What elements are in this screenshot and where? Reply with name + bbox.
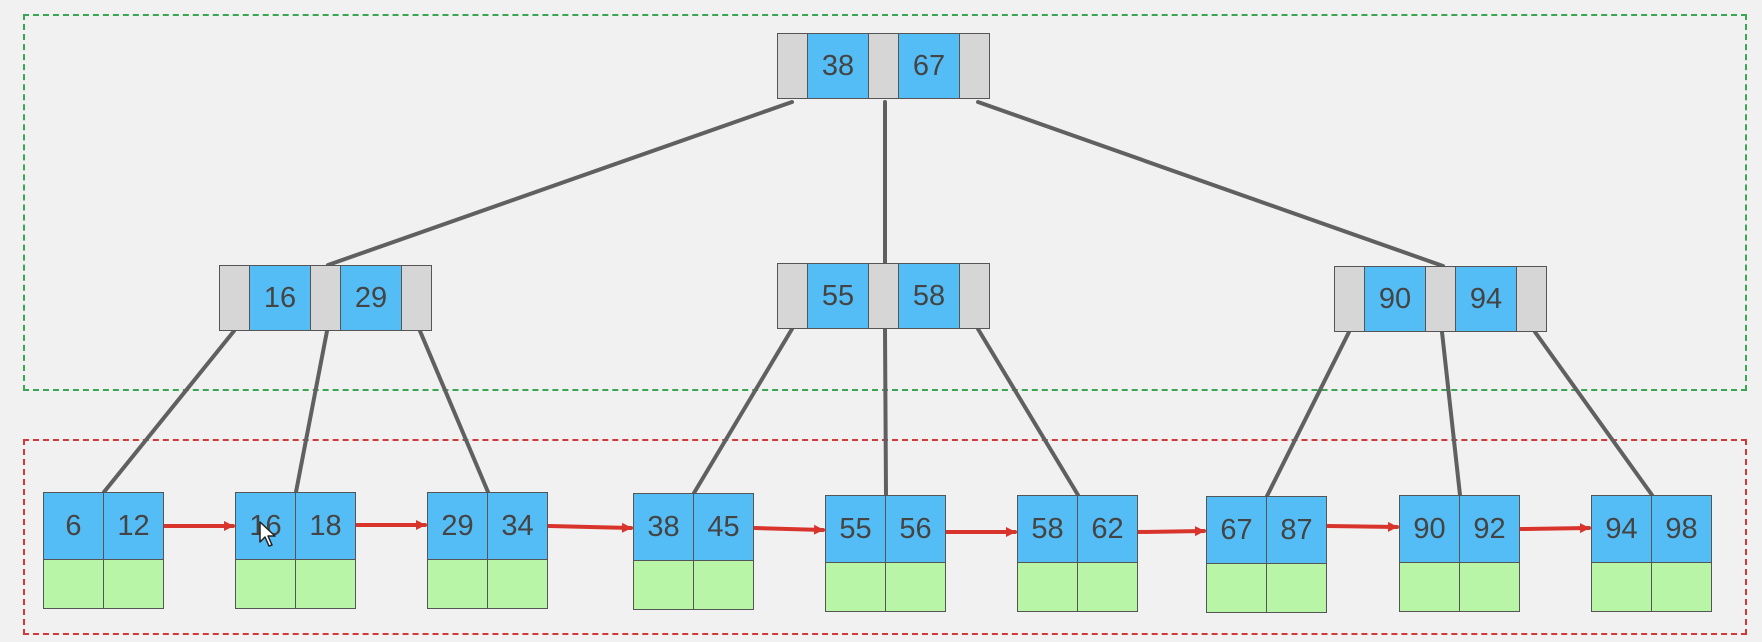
leaf-data-cell bbox=[1266, 563, 1327, 613]
tree-edge bbox=[692, 327, 794, 495]
tree-edge bbox=[976, 100, 1445, 268]
mouse-cursor-icon bbox=[259, 521, 276, 547]
leaf-key: 55 bbox=[825, 495, 886, 563]
leaf-key: 90 bbox=[1399, 495, 1460, 563]
child-pointer bbox=[219, 265, 250, 331]
leaf-data-cell bbox=[1206, 563, 1267, 613]
tree-edge bbox=[1440, 330, 1462, 497]
child-pointer bbox=[868, 263, 899, 329]
leaf-key: 45 bbox=[693, 493, 754, 561]
leaf-data-cell bbox=[1591, 562, 1652, 612]
internal-key: 16 bbox=[249, 265, 311, 331]
internal-key: 58 bbox=[898, 263, 960, 329]
leaf-key: 6 bbox=[43, 492, 104, 560]
root-key: 67 bbox=[898, 33, 960, 99]
leaf-data-cell bbox=[43, 559, 104, 609]
internal-key: 55 bbox=[807, 263, 869, 329]
child-pointer bbox=[1516, 266, 1547, 332]
internal-key: 94 bbox=[1455, 266, 1517, 332]
leaf-link-arrow bbox=[1137, 526, 1206, 537]
leaf-data-cell bbox=[1651, 562, 1712, 612]
leaf-key: 38 bbox=[633, 493, 694, 561]
internal-key: 29 bbox=[340, 265, 402, 331]
leaf-data-cell bbox=[103, 559, 164, 609]
leaf-data-cell bbox=[693, 560, 754, 610]
leaf-key: 34 bbox=[487, 492, 548, 560]
root-node: 38 67 bbox=[777, 33, 990, 99]
internal-node: 90 94 bbox=[1334, 266, 1547, 332]
tree-edge bbox=[326, 100, 794, 267]
tree-edge bbox=[1533, 330, 1654, 497]
child-pointer bbox=[777, 263, 808, 329]
leaf-data-cell bbox=[1077, 562, 1138, 612]
leaf-data-cell bbox=[295, 559, 356, 609]
leaf-data-cell bbox=[1399, 562, 1460, 612]
tree-edge bbox=[883, 327, 888, 497]
leaf-key: 98 bbox=[1651, 495, 1712, 563]
child-pointer bbox=[1425, 266, 1456, 332]
leaf-data-cell bbox=[1459, 562, 1520, 612]
child-pointer bbox=[401, 265, 432, 331]
leaf-data-cell bbox=[427, 559, 488, 609]
leaf-link-arrow bbox=[1519, 523, 1591, 534]
leaf-key: 67 bbox=[1206, 496, 1267, 564]
child-pointer bbox=[777, 33, 808, 99]
tree-edge bbox=[294, 329, 329, 494]
child-pointer bbox=[959, 33, 990, 99]
leaf-key: 58 bbox=[1017, 495, 1078, 563]
leaf-data-cell bbox=[487, 559, 548, 609]
leaf-key: 12 bbox=[103, 492, 164, 560]
leaf-data-cell bbox=[885, 562, 946, 612]
child-pointer bbox=[868, 33, 899, 99]
tree-edge bbox=[976, 327, 1080, 497]
leaf-key: 87 bbox=[1266, 496, 1327, 564]
tree-edge bbox=[418, 329, 490, 494]
leaf-data-cell bbox=[825, 562, 886, 612]
child-pointer bbox=[1334, 266, 1365, 332]
leaf-data-cell bbox=[633, 560, 694, 610]
child-pointer bbox=[310, 265, 341, 331]
leaf-key: 62 bbox=[1077, 495, 1138, 563]
leaf-link-arrow bbox=[547, 522, 633, 533]
leaf-link-arrow bbox=[1326, 521, 1399, 532]
tree-edge bbox=[102, 329, 236, 494]
leaf-link-arrow bbox=[753, 524, 825, 535]
leaf-key: 29 bbox=[427, 492, 488, 560]
tree-edge bbox=[1265, 330, 1351, 498]
root-key: 38 bbox=[807, 33, 869, 99]
leaf-key: 56 bbox=[885, 495, 946, 563]
leaf-data-cell bbox=[1017, 562, 1078, 612]
leaf-key: 94 bbox=[1591, 495, 1652, 563]
leaf-data-cell bbox=[235, 559, 296, 609]
child-pointer bbox=[959, 263, 990, 329]
internal-node: 55 58 bbox=[777, 263, 990, 329]
leaf-key: 92 bbox=[1459, 495, 1520, 563]
leaf-key: 18 bbox=[295, 492, 356, 560]
internal-key: 90 bbox=[1364, 266, 1426, 332]
internal-node: 16 29 bbox=[219, 265, 432, 331]
